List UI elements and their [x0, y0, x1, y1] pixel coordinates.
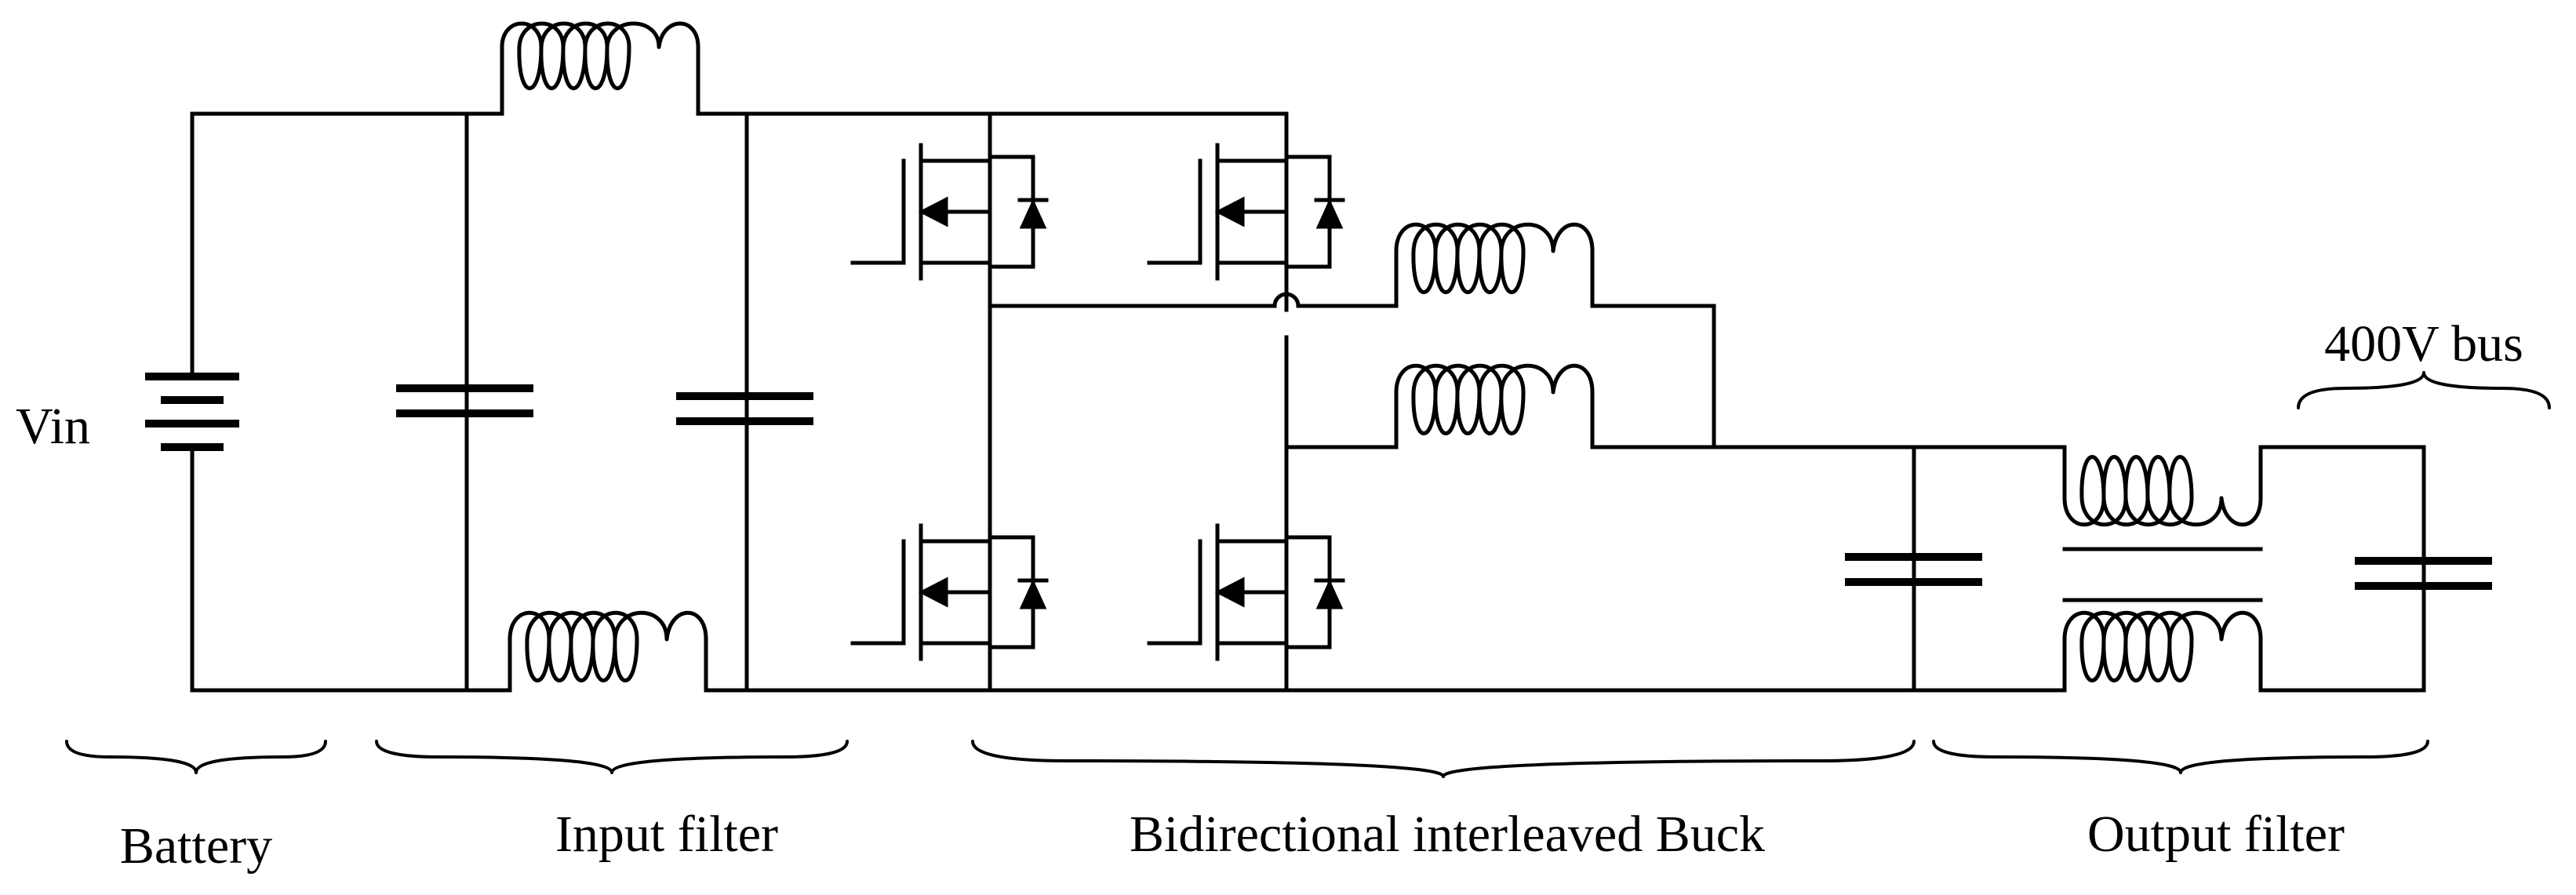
mosfet-q1 [853, 114, 1046, 310]
bus-label: 400V bus [2324, 315, 2523, 373]
output-inductor-bottom [2062, 610, 2263, 690]
vin-label: Vin [16, 398, 90, 455]
output-filter-label: Output filter [2087, 806, 2345, 863]
input-filter-label: Input filter [555, 806, 778, 863]
output-capacitor-1 [1845, 553, 1982, 586]
buck-inductor-1 [1394, 222, 1595, 306]
mosfet-q2 [1149, 114, 1343, 310]
brace-battery [65, 740, 327, 774]
common-mode-core [2062, 547, 2263, 602]
output-capacitor-2 [2355, 557, 2492, 590]
input-filter-wiring [464, 111, 749, 693]
input-capacitor-1 [396, 384, 533, 417]
brace-buck [971, 740, 1916, 778]
input-inductor-bottom [508, 610, 708, 690]
output-filter-wiring [1912, 445, 2426, 693]
battery-symbol [145, 373, 239, 451]
input-capacitor-2 [676, 392, 813, 425]
brace-output-filter [1932, 740, 2429, 774]
input-inductor-top [500, 21, 700, 114]
mosfet-q4 [1149, 494, 1343, 690]
output-inductor-top [2062, 447, 2263, 527]
battery-wiring [190, 111, 471, 693]
mosfet-q3 [853, 494, 1046, 690]
battery-label: Battery [120, 817, 272, 875]
buck-label: Bidirectional interleaved Buck [1130, 806, 1765, 863]
buck-inductor-2 [1394, 363, 1595, 447]
brace-input-filter [375, 740, 849, 774]
brace-bus [2297, 371, 2551, 409]
